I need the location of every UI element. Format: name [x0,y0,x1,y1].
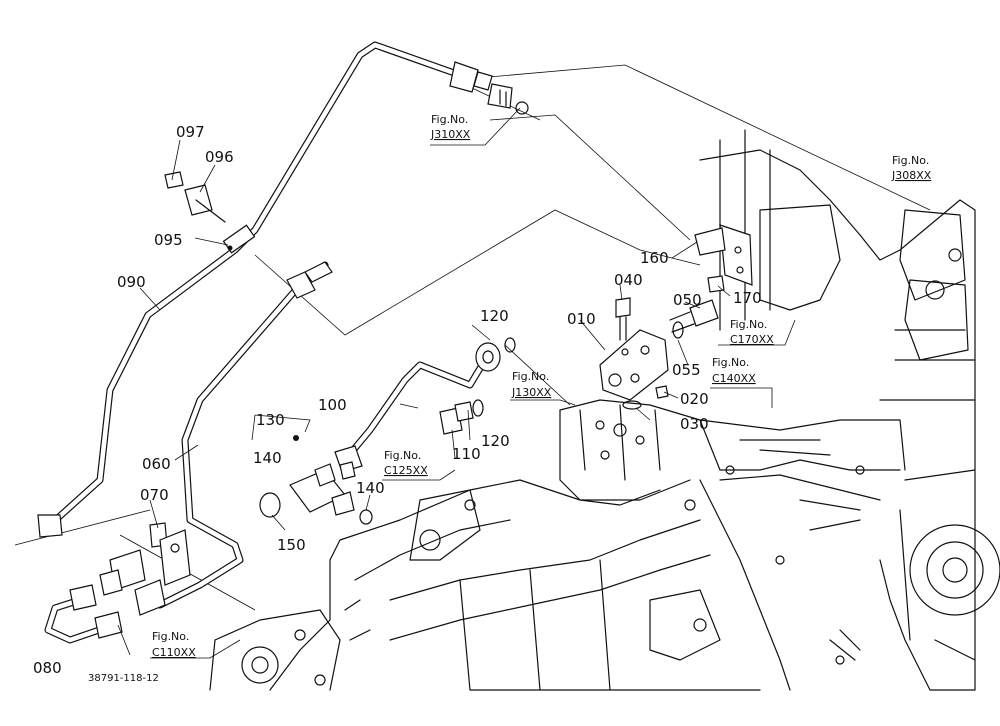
fig-ref-j308[interactable]: Fig.No. J308XX [891,154,932,182]
svg-text:C140XX: C140XX [712,372,756,385]
svg-text:C110XX: C110XX [152,646,196,659]
svg-text:J310XX: J310XX [430,128,471,141]
transmission-housing [209,129,1000,691]
valve-010-assembly [599,297,719,410]
svg-text:Fig.No.: Fig.No. [892,154,929,167]
parts-130-150 [259,435,373,525]
svg-text:C125XX: C125XX [384,464,428,477]
part-label-170: 170 [733,289,762,307]
part-label-150: 150 [277,536,306,554]
part-label-130: 130 [256,411,285,429]
part-label-095: 095 [154,231,183,249]
tube-080 [44,584,123,644]
drawing-id: 38791-118-12 [88,673,159,684]
fig-ref-c125[interactable]: Fig.No. C125XX [384,449,428,477]
part-label-090: 090 [117,273,146,291]
part-label-055: 055 [672,361,701,379]
part-label-060: 060 [142,455,171,473]
fitting-070 [99,522,191,616]
part-label-100: 100 [318,396,347,414]
part-label-160: 160 [640,249,669,267]
part-label-020: 020 [680,390,709,408]
part-label-030: 030 [680,415,709,433]
part-label-140-upper: 140 [253,449,282,467]
part-labels: 010 020 030 040 050 055 060 070 080 090 … [33,123,762,677]
part-label-010: 010 [567,310,596,328]
svg-text:Fig.No.: Fig.No. [512,370,549,383]
part-label-096: 096 [205,148,234,166]
pipe-090 [37,41,529,538]
fig-ref-c140[interactable]: Fig.No. C140XX [712,356,756,385]
part-label-080: 080 [33,659,62,677]
part-label-040: 040 [614,271,643,289]
bracket-160-170 [694,224,753,293]
figure-references: Fig.No. J310XX Fig.No. J308XX Fig.No. C1… [152,113,932,659]
svg-text:Fig.No.: Fig.No. [730,318,767,331]
part-label-120-upper: 120 [480,307,509,325]
svg-text:J308XX: J308XX [891,169,932,182]
svg-text:J130XX: J130XX [511,386,552,399]
fig-ref-j130[interactable]: Fig.No. J130XX [511,370,552,399]
fig-ref-j310[interactable]: Fig.No. J310XX [430,113,471,141]
svg-text:Fig.No.: Fig.No. [712,356,749,369]
part-096-097 [164,171,226,223]
svg-text:Fig.No.: Fig.No. [384,449,421,462]
pipe-100 [334,342,501,480]
part-label-140-lower: 140 [356,479,385,497]
fig-ref-c170[interactable]: Fig.No. C170XX [730,318,774,346]
part-label-097: 097 [176,123,205,141]
svg-text:Fig.No.: Fig.No. [152,630,189,643]
leader-lines [117,107,796,659]
part-label-050: 050 [673,291,702,309]
pipe-060 [156,261,333,609]
part-label-070: 070 [140,486,169,504]
fig-ref-c110[interactable]: Fig.No. C110XX [152,630,196,659]
svg-text:C170XX: C170XX [730,333,774,346]
svg-text:Fig.No.: Fig.No. [431,113,468,126]
part-label-110: 110 [452,445,481,463]
part-label-120-lower: 120 [481,432,510,450]
